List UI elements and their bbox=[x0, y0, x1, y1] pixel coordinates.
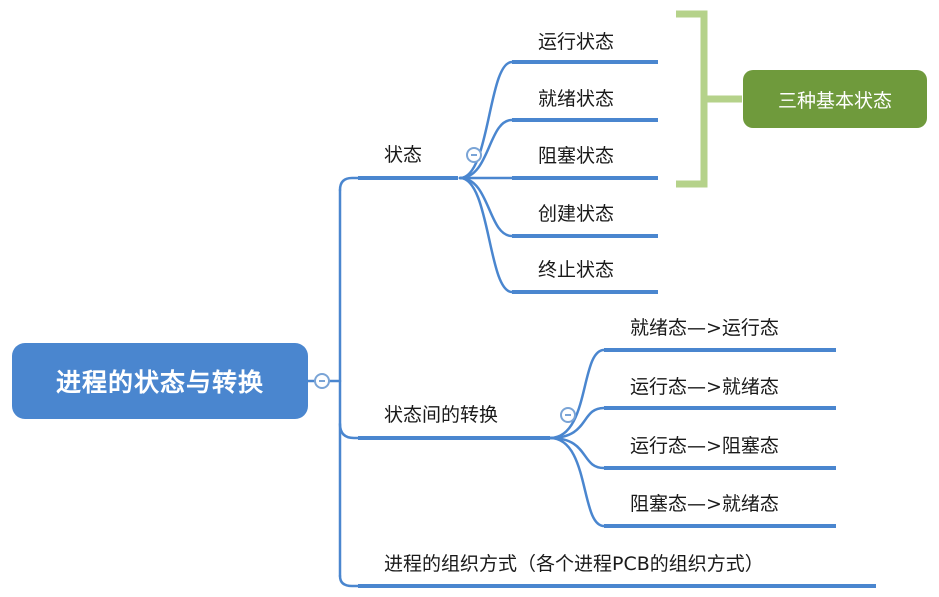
transition-child-3[interactable]: 运行态—>阻塞态 bbox=[630, 435, 779, 457]
branch-transition-label[interactable]: 状态间的转换 bbox=[384, 404, 499, 426]
connector-state-2 bbox=[458, 118, 514, 180]
transition-child-4[interactable]: 阻塞态—>就绪态 bbox=[630, 493, 779, 515]
connector-trunk-bottom bbox=[338, 574, 362, 588]
branch-state-label[interactable]: 状态 bbox=[384, 144, 423, 166]
transition-child-2[interactable]: 运行态—>就绪态 bbox=[630, 376, 779, 398]
connector-trunk-transition bbox=[338, 422, 362, 440]
collapse-toggle-root-icon[interactable] bbox=[314, 373, 330, 389]
connector-state-1 bbox=[458, 60, 514, 180]
connector-trans-3 bbox=[548, 436, 606, 470]
state-child-5[interactable]: 终止状态 bbox=[538, 259, 615, 281]
branch-organization-label[interactable]: 进程的组织方式（各个进程PCB的组织方式） bbox=[384, 553, 764, 575]
summary-bracket bbox=[676, 10, 708, 188]
connector-state-5 bbox=[458, 176, 514, 294]
state-child-3[interactable]: 阻塞状态 bbox=[538, 145, 615, 167]
connector-trans-2 bbox=[548, 406, 606, 440]
collapse-toggle-transition-icon[interactable] bbox=[560, 407, 576, 423]
connector-trans-4 bbox=[548, 436, 606, 528]
root-node[interactable]: 进程的状态与转换 bbox=[12, 343, 308, 419]
transition-child-1[interactable]: 就绪态—>运行态 bbox=[630, 317, 779, 339]
state-child-4[interactable]: 创建状态 bbox=[538, 203, 615, 225]
state-child-2[interactable]: 就绪状态 bbox=[538, 88, 615, 110]
collapse-toggle-state-icon[interactable] bbox=[466, 147, 482, 163]
state-child-1[interactable]: 运行状态 bbox=[538, 31, 615, 53]
connector-trans-1 bbox=[548, 348, 606, 440]
connector-trunk-top bbox=[338, 176, 362, 192]
summary-label-box[interactable]: 三种基本状态 bbox=[743, 70, 927, 128]
